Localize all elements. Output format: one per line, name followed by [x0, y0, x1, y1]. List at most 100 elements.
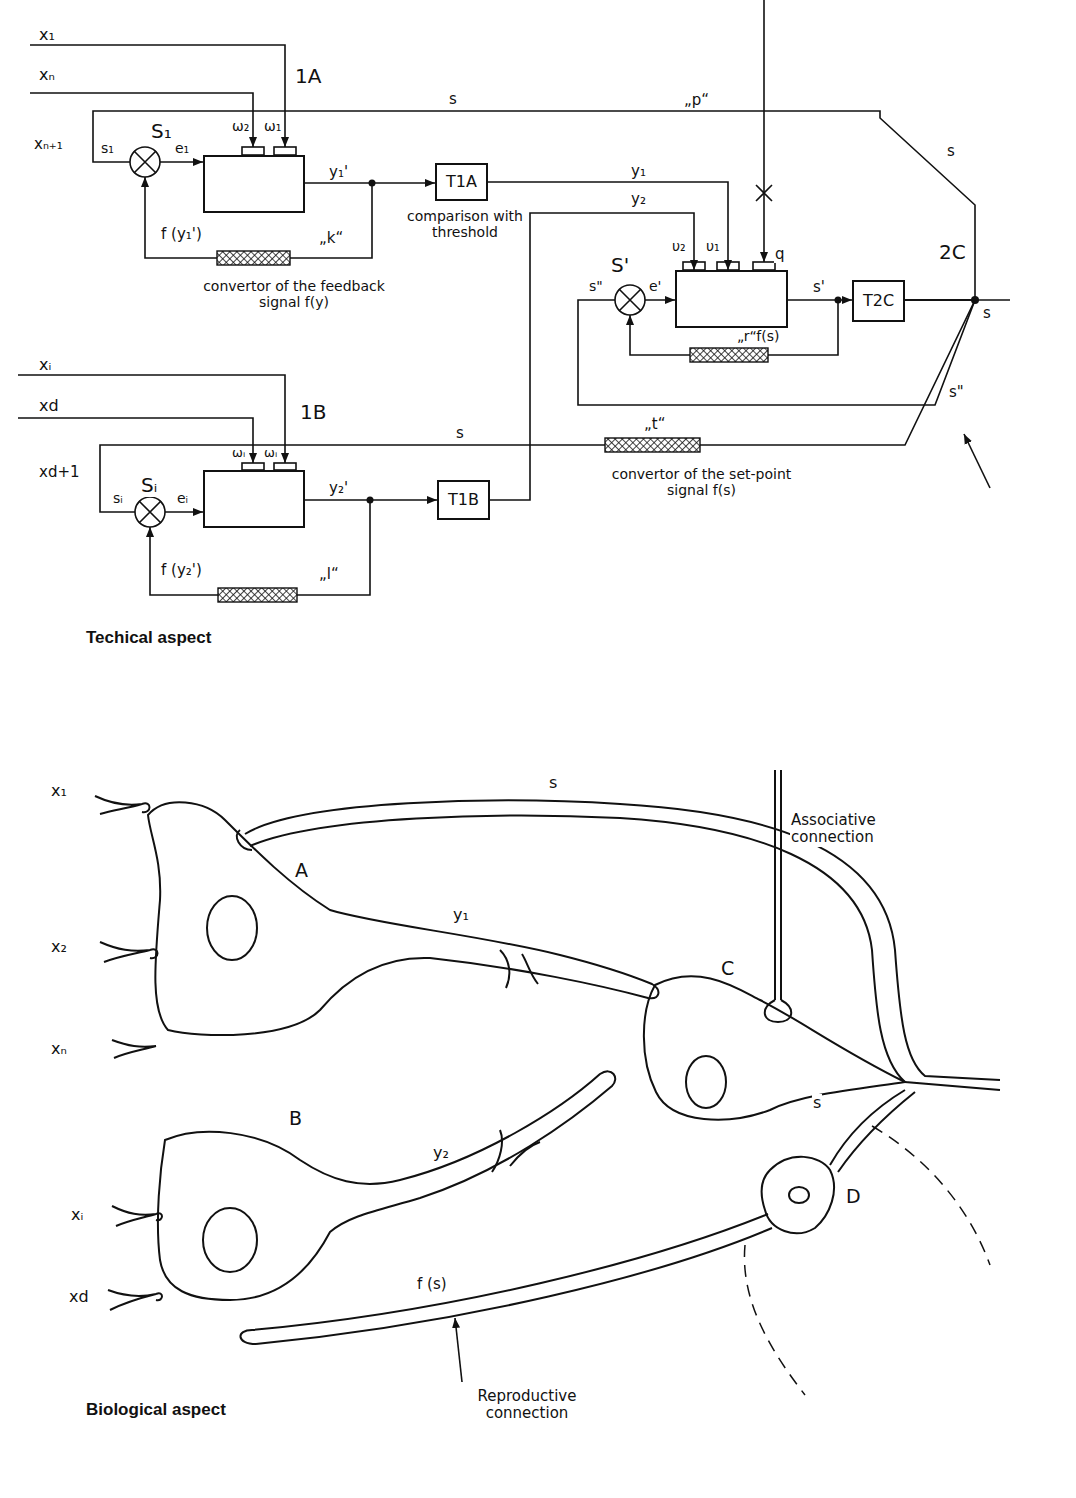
neuron-outline — [148, 802, 658, 1035]
signal-wire — [18, 0, 1010, 595]
signal-label: sᵢ — [112, 490, 124, 506]
signal-connector — [93, 111, 975, 300]
converter-block — [218, 588, 297, 602]
edge-label: y₂' — [328, 480, 349, 497]
neuron-outline — [775, 770, 781, 1000]
anatomy-label: xd — [68, 1288, 90, 1306]
input-synapse — [108, 1290, 162, 1310]
input-synapse — [112, 1206, 162, 1226]
anatomy-label: x₁ — [50, 782, 68, 800]
anatomy-label: s — [548, 774, 558, 792]
input-synapse — [95, 796, 150, 814]
signal-label: xₙ — [38, 66, 56, 84]
neuron-outline — [762, 1157, 834, 1233]
signal-wire — [18, 375, 285, 463]
block-number: 1B — [300, 400, 326, 424]
process-block: 1B — [203, 470, 305, 528]
threshold-box: T2C — [852, 280, 905, 322]
junction-dot — [367, 497, 374, 504]
signal-wire — [975, 299, 1010, 301]
signal-label: x₁ — [38, 26, 56, 44]
signal-label: convertor of the feedback signal f(y) — [198, 278, 390, 310]
signal-label: convertor of the set-point signal f(s) — [598, 466, 805, 498]
signal-label: „t“ — [643, 416, 666, 433]
block-number: 1A — [295, 64, 321, 88]
anatomy-label: A — [294, 860, 309, 882]
anatomy-label: f (s) — [416, 1276, 448, 1293]
signal-label: q — [774, 246, 786, 263]
neuron-outline — [237, 830, 252, 850]
anatomy-label: Associative connection — [790, 812, 902, 847]
input-stub — [242, 147, 264, 155]
anatomy-label: Biological aspect — [85, 1400, 227, 1420]
threshold-box: T1B — [437, 480, 490, 520]
signal-label: υ₂ — [671, 238, 687, 254]
anatomy-label: x₂ — [50, 938, 68, 956]
edge-label: y₁ — [630, 163, 647, 180]
signal-label: ωᵢ — [263, 446, 278, 461]
input-stub — [242, 463, 264, 470]
dashed-boundary — [744, 1245, 805, 1395]
input-stub — [753, 262, 775, 270]
signal-connector — [788, 299, 852, 301]
signal-label: ω₂ — [231, 118, 250, 134]
signal-label: υ₁ — [705, 238, 721, 254]
junction-dot — [971, 296, 979, 304]
signal-wire — [763, 0, 765, 262]
anatomy-label: y₁ — [452, 906, 470, 924]
signal-label: e₁ — [174, 140, 190, 156]
dashed-boundary — [744, 1126, 990, 1395]
summing-junction — [134, 151, 156, 173]
input-synapse — [100, 942, 158, 962]
signal-label: xd+1 — [38, 464, 81, 481]
neuron-outline — [252, 1214, 768, 1330]
dashed-boundary — [872, 1126, 990, 1265]
signal-label: S' — [610, 254, 630, 277]
anatomy-label: Reproductive connection — [466, 1388, 588, 1423]
signal-label: comparison with threshold — [405, 208, 525, 240]
signal-label: Sᵢ — [140, 474, 158, 497]
anatomy-label: xₙ — [50, 1040, 68, 1058]
neuron-outline — [158, 1071, 615, 1300]
anatomy-label: D — [845, 1186, 862, 1208]
edge-label: s' — [812, 279, 826, 296]
input-synapse — [95, 796, 162, 1310]
summing-junction — [135, 497, 165, 527]
neuron-outline — [256, 1228, 772, 1344]
neuron-outline — [148, 770, 1000, 1344]
neuron-outline — [830, 1090, 915, 1172]
threshold-label: T2C — [863, 292, 894, 310]
neuron-outline — [500, 950, 538, 988]
neuron-outline — [207, 896, 257, 960]
junction-dot — [369, 180, 376, 187]
junction-dot — [367, 180, 980, 504]
neuron-outline — [250, 816, 1000, 1090]
signal-label: „p“ — [683, 92, 710, 109]
converter-block — [217, 251, 290, 265]
edge-label: y₂ — [630, 191, 647, 208]
edge-label: s — [448, 91, 458, 108]
signal-wire — [964, 434, 990, 488]
neuron-outline — [245, 800, 1000, 1080]
anatomy-label: s — [812, 1094, 822, 1112]
signal-label: eᵢ — [176, 490, 189, 506]
neuron-outline — [765, 1000, 791, 1022]
signal-label: s — [946, 143, 956, 160]
signal-label: xₙ₊₁ — [33, 136, 64, 153]
summing-junction — [615, 285, 645, 315]
signal-connector — [490, 213, 694, 500]
input-stub — [274, 147, 296, 155]
pointer-arrow — [455, 1318, 462, 1382]
neuron-outline — [492, 1130, 540, 1172]
signal-label: xᵢ — [38, 356, 52, 374]
summing-junction — [130, 147, 645, 527]
junction-dot — [835, 297, 842, 304]
threshold-label: T1A — [446, 173, 477, 191]
anatomy-label: xᵢ — [70, 1206, 84, 1224]
signal-wire — [30, 45, 285, 147]
anatomy-label: B — [288, 1108, 303, 1130]
